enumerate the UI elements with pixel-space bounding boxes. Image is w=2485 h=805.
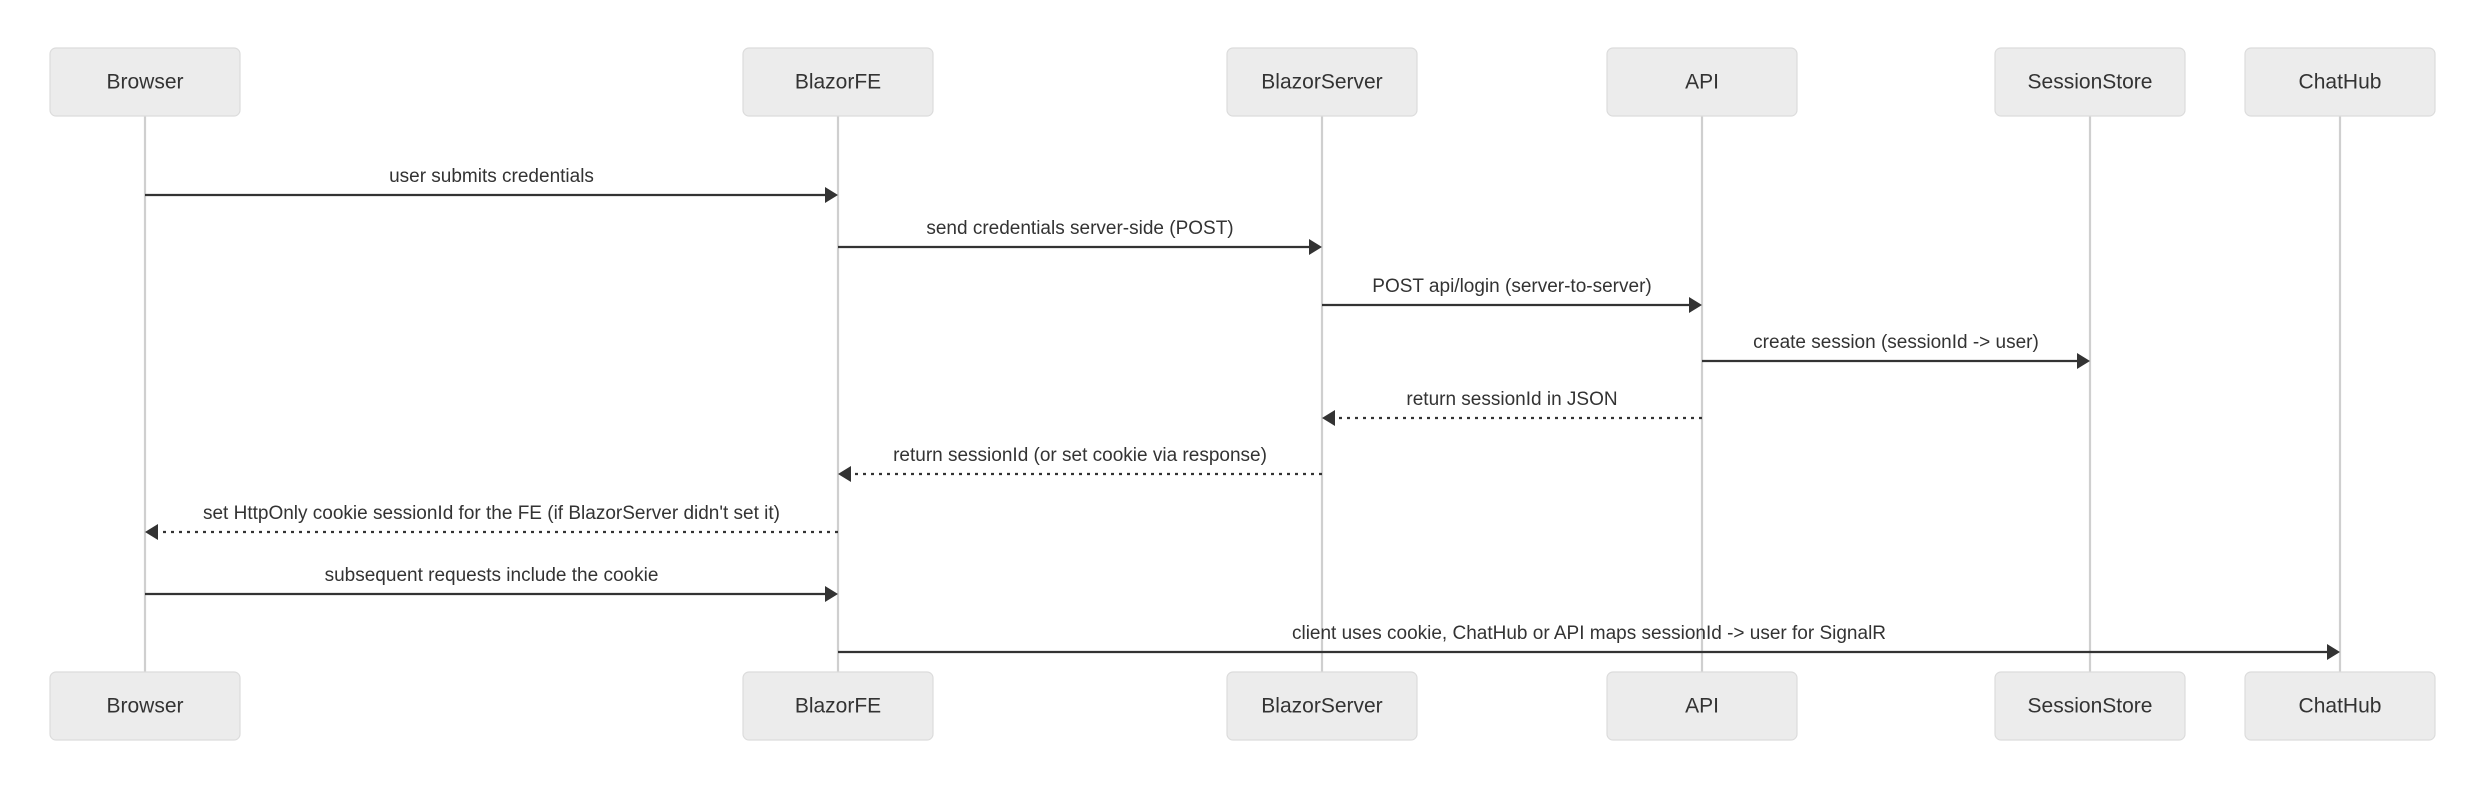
arrow-head-icon-2: [1309, 239, 1322, 255]
actor-boxes-top: Browser BlazorFE BlazorServer API SessionSto…: [49, 47, 2436, 117]
arrow-head-icon-6: [838, 466, 851, 482]
actor-label-sessionstore: SessionStore: [2028, 695, 2153, 718]
actor-box-shape: [2244, 671, 2436, 741]
actor-browser-bottom[interactable]: Browser: [49, 671, 241, 741]
message-label-4: create session (sessionId -> user): [1753, 332, 2039, 353]
message-2-blazorfe-to-blazorserver: send credentials server-side (POST): [838, 218, 1322, 255]
actor-box-shape: [742, 47, 934, 117]
actor-label-blazorfe: BlazorFE: [795, 71, 881, 94]
actor-chathub-bottom[interactable]: ChatHub: [2244, 671, 2436, 741]
actor-label-chathub: ChatHub: [2299, 71, 2382, 94]
actor-box-shape: [1994, 671, 2186, 741]
message-label-9: client uses cookie, ChatHub or API maps …: [1292, 623, 1886, 644]
message-3-blazorserver-to-api: POST api/login (server-to-server): [1322, 276, 1702, 313]
arrow-head-icon-7: [145, 524, 158, 540]
arrow-head-icon-8: [825, 586, 838, 602]
actor-sessionstore-bottom[interactable]: SessionStore: [1994, 671, 2186, 741]
arrow-head-icon-9: [2327, 644, 2340, 660]
actor-box-shape: [1606, 671, 1798, 741]
actor-boxes-bottom: Browser BlazorFE BlazorServer API SessionSto…: [49, 671, 2436, 741]
message-label-8: subsequent requests include the cookie: [325, 565, 659, 586]
actor-box-shape: [742, 671, 934, 741]
actor-blazorserver-bottom[interactable]: BlazorServer: [1226, 671, 1418, 741]
message-label-6: return sessionId (or set cookie via resp…: [893, 445, 1267, 466]
actor-box-shape: [1606, 47, 1798, 117]
actor-blazorfe-top[interactable]: BlazorFE: [742, 47, 934, 117]
actor-label-blazorfe: BlazorFE: [795, 695, 881, 718]
actor-label-api: API: [1685, 71, 1719, 94]
message-5-api-to-blazorserver: return sessionId in JSON: [1322, 389, 1702, 426]
message-1-browser-to-blazorfe: user submits credentials: [145, 166, 838, 203]
message-8-browser-to-blazorfe: subsequent requests include the cookie: [145, 565, 838, 602]
actor-label-browser: Browser: [106, 695, 183, 718]
actor-box-shape: [1226, 47, 1418, 117]
actor-box-shape: [2244, 47, 2436, 117]
arrow-head-icon-3: [1689, 297, 1702, 313]
actor-label-sessionstore: SessionStore: [2028, 71, 2153, 94]
actor-label-blazorserver: BlazorServer: [1261, 71, 1382, 94]
actor-label-browser: Browser: [106, 71, 183, 94]
actor-label-blazorserver: BlazorServer: [1261, 695, 1382, 718]
arrow-head-icon-4: [2077, 353, 2090, 369]
message-label-7: set HttpOnly cookie sessionId for the FE…: [203, 503, 780, 524]
actor-box-shape: [1994, 47, 2186, 117]
messages-layer: user submits credentials send credentials…: [145, 166, 2340, 660]
actor-box-shape: [49, 47, 241, 117]
actor-label-chathub: ChatHub: [2299, 695, 2382, 718]
actor-blazorfe-bottom[interactable]: BlazorFE: [742, 671, 934, 741]
message-9-blazorfe-to-chathub: client uses cookie, ChatHub or API maps …: [838, 623, 2340, 660]
arrow-head-icon-5: [1322, 410, 1335, 426]
actor-blazorserver-top[interactable]: BlazorServer: [1226, 47, 1418, 117]
actor-browser-top[interactable]: Browser: [49, 47, 241, 117]
message-label-3: POST api/login (server-to-server): [1372, 276, 1651, 297]
lifelines-layer: [143, 116, 2342, 672]
actor-box-shape: [1226, 671, 1418, 741]
actor-sessionstore-top[interactable]: SessionStore: [1994, 47, 2186, 117]
actor-api-top[interactable]: API: [1606, 47, 1798, 117]
arrow-head-icon-1: [825, 187, 838, 203]
message-6-blazorserver-to-blazorfe: return sessionId (or set cookie via resp…: [838, 445, 1322, 482]
message-label-5: return sessionId in JSON: [1406, 389, 1617, 410]
actor-api-bottom[interactable]: API: [1606, 671, 1798, 741]
message-label-2: send credentials server-side (POST): [926, 218, 1233, 239]
actor-label-api: API: [1685, 695, 1719, 718]
actor-box-shape: [49, 671, 241, 741]
message-7-blazorfe-to-browser: set HttpOnly cookie sessionId for the FE…: [145, 503, 838, 540]
message-4-api-to-sessionstore: create session (sessionId -> user): [1702, 332, 2090, 369]
message-label-1: user submits credentials: [389, 166, 594, 187]
actor-chathub-top[interactable]: ChatHub: [2244, 47, 2436, 117]
